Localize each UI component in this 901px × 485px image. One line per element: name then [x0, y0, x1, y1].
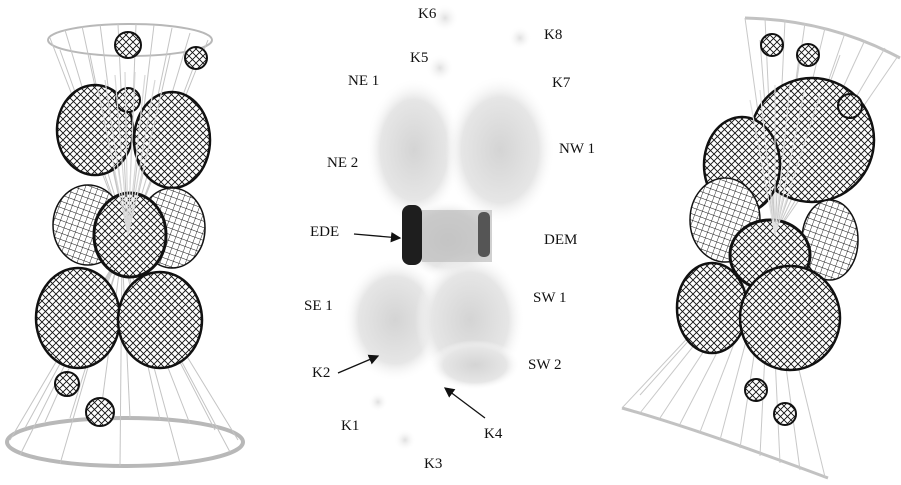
ede-arrow	[354, 234, 400, 238]
right-lobe-se	[677, 263, 747, 353]
k4-arrow	[445, 388, 485, 418]
label-k5: K5	[410, 50, 428, 67]
label-dem: DEM	[544, 232, 577, 249]
left-knot-sphere	[55, 372, 79, 396]
left-knot-sphere	[115, 32, 141, 58]
left-knot-sphere	[86, 398, 114, 426]
label-nw1: NW 1	[559, 141, 595, 158]
knot-k3	[394, 429, 416, 451]
right-knot-sphere	[838, 94, 862, 118]
label-k7: K7	[552, 75, 570, 92]
label-sw2: SW 2	[528, 357, 561, 374]
label-ne2: NE 2	[327, 155, 358, 172]
dem-feature	[478, 212, 490, 257]
right-lobe-sw	[740, 266, 840, 370]
left-lobe-se	[36, 268, 120, 368]
label-ede: EDE	[310, 224, 339, 241]
ede-dark-feature	[402, 205, 422, 265]
label-se1: SE 1	[304, 298, 333, 315]
left-wireframe-model	[7, 24, 243, 466]
knot-k1	[368, 392, 388, 412]
right-bottom-cone-rim	[622, 408, 828, 478]
left-lobe-nw	[134, 92, 210, 188]
label-k6: K6	[418, 6, 436, 23]
left-lobe-center	[94, 193, 166, 277]
right-lobe-w	[802, 200, 858, 280]
left-bottom-cone-rim	[7, 418, 243, 466]
left-knot-sphere	[116, 88, 140, 112]
label-ne1: NE 1	[348, 73, 379, 90]
knot-k8	[508, 26, 532, 50]
label-k2: K2	[312, 365, 330, 382]
right-knot-sphere	[797, 44, 819, 66]
label-sw1: SW 1	[533, 290, 566, 307]
label-k8: K8	[544, 27, 562, 44]
right-wireframe-model	[622, 18, 900, 478]
left-knot-sphere	[185, 47, 207, 69]
left-lobe-sw	[118, 272, 202, 368]
center-nebula-image	[338, 4, 555, 451]
label-k4: K4	[484, 426, 502, 443]
right-knot-sphere	[745, 379, 767, 401]
left-bottom-cone-lines	[10, 250, 238, 466]
knot-k5	[426, 54, 454, 82]
right-knot-sphere	[774, 403, 796, 425]
label-k1: K1	[341, 418, 359, 435]
nebula-lobe-sw2	[430, 340, 520, 390]
label-k3: K3	[424, 456, 442, 473]
right-knot-sphere	[761, 34, 783, 56]
